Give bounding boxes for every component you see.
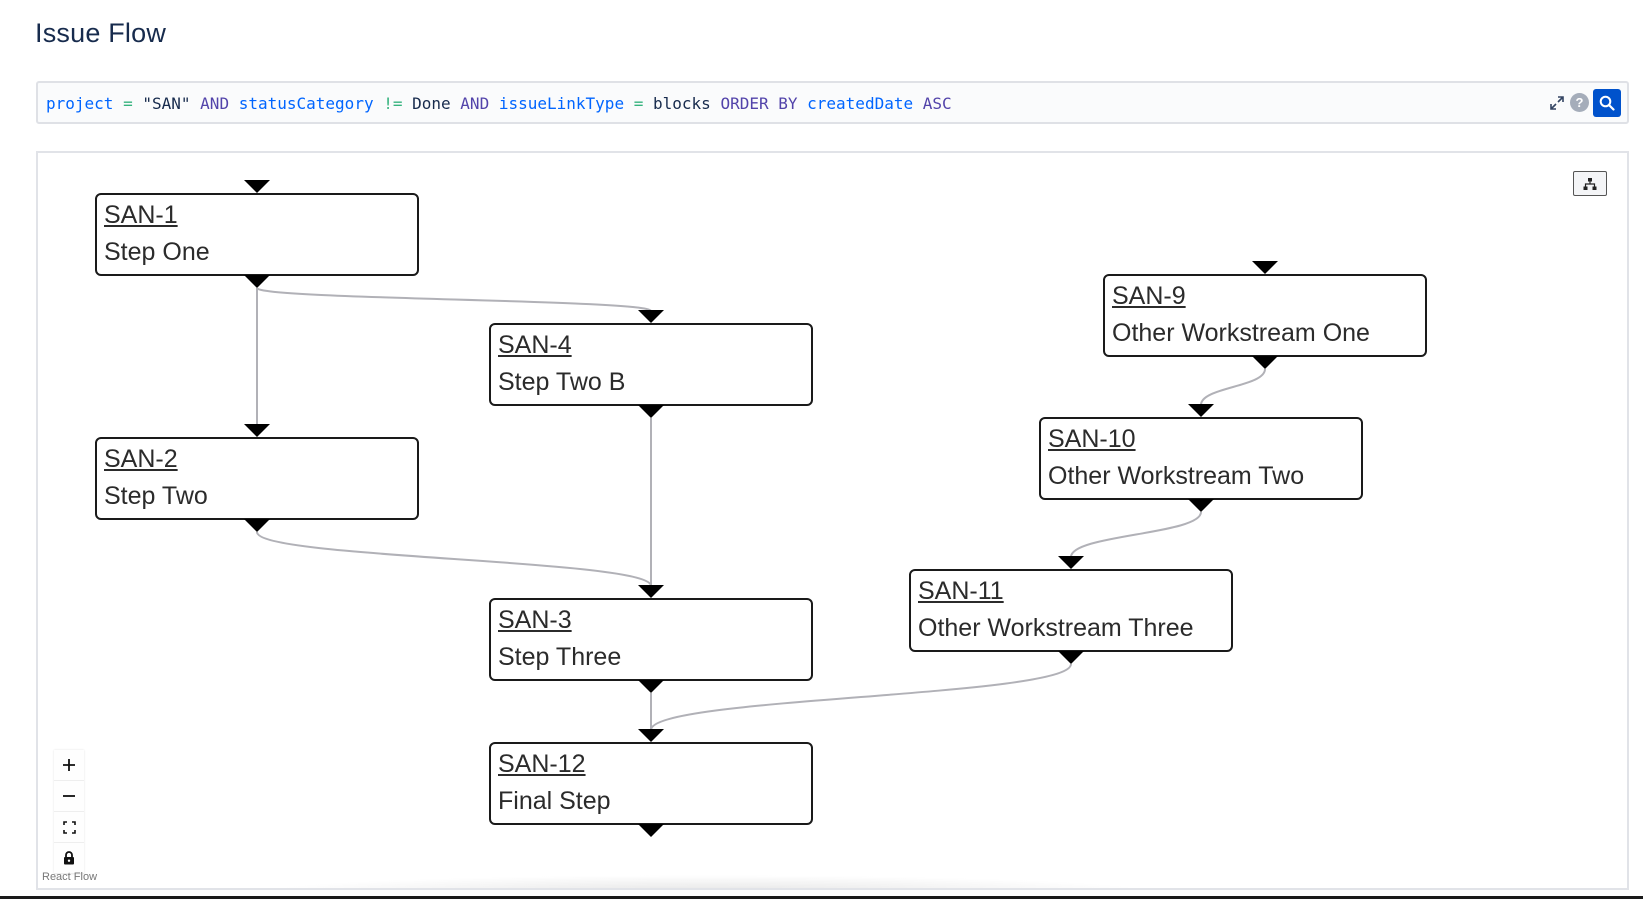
flow-edge[interactable] [650,663,1072,731]
react-flow-attribution[interactable]: React Flow [42,871,98,883]
issue-node[interactable]: SAN-1 Step One [95,193,419,276]
issue-title: Final Step [498,787,611,815]
flow-edge[interactable] [1200,368,1266,406]
issue-node[interactable]: SAN-2 Step Two [95,437,419,520]
fit-view-icon [62,820,76,834]
issue-key-link[interactable]: SAN-12 [498,750,586,778]
jql-query-bar[interactable]: project = "SAN" AND statusCategory != Do… [36,81,1629,124]
expand-icon[interactable] [1548,94,1566,112]
jql-token: blocks [653,94,711,113]
auto-layout-button[interactable] [1573,171,1607,196]
source-handle[interactable] [1188,499,1214,512]
issue-title: Step One [104,238,210,266]
jql-token: Done [412,94,451,113]
jql-token [113,94,123,113]
issue-title: Other Workstream One [1112,319,1370,347]
jql-token [798,94,808,113]
jql-token [133,94,143,113]
flow-edges [255,287,1266,731]
jql-toolbar: ? [1548,87,1621,118]
jql-token: "SAN" [142,94,191,113]
jql-token [913,94,923,113]
plus-icon [63,759,75,771]
minus-icon [63,795,75,797]
source-handle[interactable] [244,275,270,288]
jql-token: != [383,94,403,113]
issue-key-link[interactable]: SAN-2 [104,445,178,473]
jql-token [402,94,412,113]
zoom-in-button[interactable] [54,750,84,781]
search-button[interactable] [1593,88,1621,117]
canvas-shadow [258,875,1158,888]
jql-token: issueLinkType [498,94,625,113]
issue-title: Other Workstream Three [918,614,1194,642]
issue-node[interactable]: SAN-9 Other Workstream One [1103,274,1427,357]
issue-title: Step Three [498,643,622,671]
jql-token: createdDate [807,94,914,113]
jql-token: ORDER BY [720,94,798,113]
jql-token: AND [460,94,490,113]
issue-title: Other Workstream Two [1048,462,1305,490]
search-icon [1599,95,1615,111]
jql-token: project [46,94,114,113]
issue-key-link[interactable]: SAN-9 [1112,282,1186,310]
target-handle[interactable] [638,310,664,323]
page-title: Issue Flow [35,18,167,48]
jql-token: ASC [922,94,952,113]
jql-token: statusCategory [238,94,374,113]
issue-node[interactable]: SAN-4 Step Two B [489,323,813,406]
issue-title: Step Two [104,482,208,510]
fit-view-button[interactable] [54,812,84,843]
jql-token [451,94,461,113]
jql-token: = [123,94,133,113]
source-handle[interactable] [638,824,664,837]
target-handle[interactable] [638,729,664,742]
jql-token [229,94,239,113]
flow-edge[interactable] [1070,511,1202,558]
issue-key-link[interactable]: SAN-11 [918,577,1004,605]
flow-edge[interactable] [256,531,652,587]
issue-key-link[interactable]: SAN-1 [104,201,178,229]
source-handle[interactable] [638,405,664,418]
issue-key-link[interactable]: SAN-4 [498,331,572,359]
target-handle[interactable] [1058,556,1084,569]
source-handle[interactable] [1252,356,1278,369]
jql-token [711,94,721,113]
target-handle[interactable] [244,180,270,193]
issue-title: Step Two B [498,368,626,396]
flow-edge[interactable] [256,287,652,312]
source-handle[interactable] [244,519,270,532]
jql-token [191,94,201,113]
issue-node[interactable]: SAN-3 Step Three [489,598,813,681]
hierarchy-icon [1583,177,1597,190]
flow-controls [54,750,84,874]
jql-token [489,94,499,113]
issue-node[interactable]: SAN-10 Other Workstream Two [1039,417,1363,500]
target-handle[interactable] [638,585,664,598]
source-handle[interactable] [1058,651,1084,664]
zoom-out-button[interactable] [54,781,84,812]
jql-query-text[interactable]: project = "SAN" AND statusCategory != Do… [46,94,952,113]
jql-token: = [633,94,644,113]
jql-token [624,94,634,113]
lock-button[interactable] [54,843,84,874]
jql-token: AND [200,94,230,113]
lock-icon [64,851,74,865]
issue-key-link[interactable]: SAN-3 [498,606,572,634]
source-handle[interactable] [638,680,664,693]
issue-flow-canvas[interactable]: SAN-1 Step One SAN-2 Step Two SAN-4 Step… [36,151,1629,890]
bottom-divider [0,896,1643,899]
target-handle[interactable] [244,424,270,437]
jql-token [643,94,653,113]
issue-node[interactable]: SAN-12 Final Step [489,742,813,825]
help-icon[interactable]: ? [1570,93,1589,112]
issue-key-link[interactable]: SAN-10 [1048,425,1136,453]
issue-node[interactable]: SAN-11 Other Workstream Three [909,569,1233,652]
jql-token [374,94,384,113]
target-handle[interactable] [1188,404,1214,417]
target-handle[interactable] [1252,261,1278,274]
